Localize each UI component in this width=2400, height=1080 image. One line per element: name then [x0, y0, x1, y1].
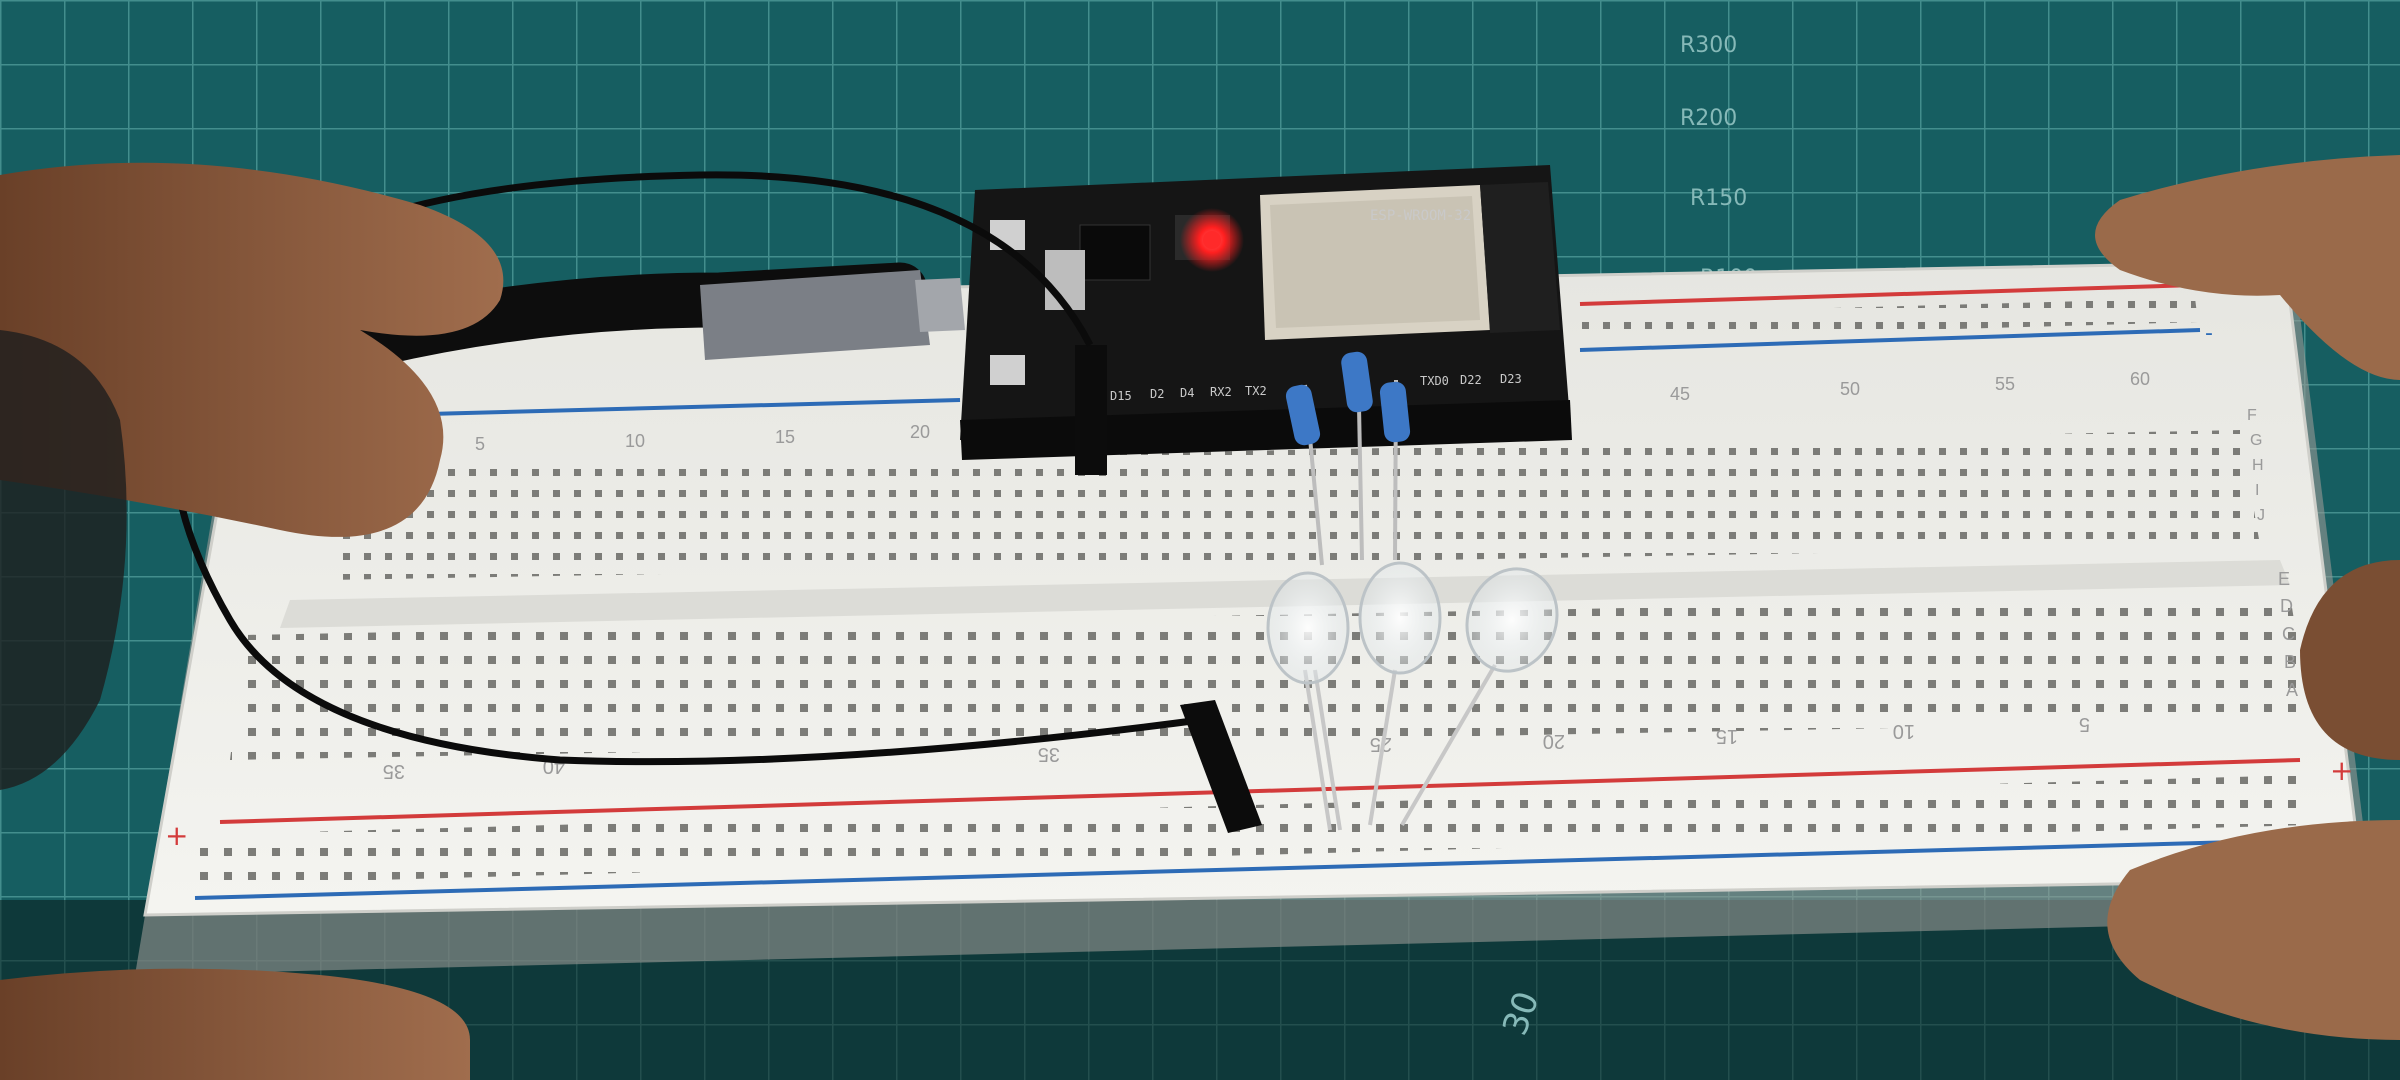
mat-label-r150: R150 — [1690, 186, 1747, 211]
wifi-antenna-area — [1480, 182, 1560, 333]
power-led — [1203, 231, 1221, 249]
bb-num-bottom-15: 15 — [1716, 725, 1738, 747]
bb-letter-f: F — [2247, 407, 2257, 424]
bb-num-bottom-5: 5 — [2079, 713, 2090, 735]
holes-top-strip — [330, 430, 2260, 580]
led-2 — [1358, 561, 1442, 675]
holes-bottom-rail — [200, 775, 2310, 885]
led-1-leg-b — [1313, 669, 1342, 831]
holes-top-rail — [1580, 298, 2198, 340]
pin-label-d15: D15 — [1110, 389, 1132, 403]
bb-letter-e: E — [2278, 569, 2290, 589]
right-thumb-bottom — [2107, 820, 2400, 1040]
rail-blue-bottom — [194, 838, 2311, 900]
led-1-leg — [1303, 669, 1332, 831]
left-sleeve — [0, 330, 127, 790]
rail-plus-left: + — [165, 819, 188, 852]
bb-num-top-50: 50 — [1840, 379, 1860, 399]
resistor-2 — [1341, 351, 1373, 413]
usb-uart-chip — [1079, 224, 1151, 281]
usb-plug-tip — [915, 278, 965, 332]
bb-letter-h: H — [2252, 457, 2264, 474]
usb-cable — [302, 262, 965, 378]
resistor-3 — [1379, 381, 1411, 443]
pin-label-d2: D2 — [1150, 387, 1164, 401]
pin-label-d22: D22 — [1460, 373, 1482, 387]
bb-letter-a: A — [2286, 680, 2298, 700]
bb-num-top-20: 20 — [910, 422, 930, 442]
mat-label-r200: R200 — [1680, 106, 1737, 131]
pin-label-rx2: RX2 — [1210, 385, 1232, 399]
pin-label-txd0: TXD0 — [1420, 374, 1449, 388]
en-button — [990, 355, 1025, 385]
left-hand-fingers — [0, 162, 504, 537]
jumper-connector-bottom — [1180, 700, 1262, 833]
rail-plus-bottom: + — [2330, 754, 2353, 787]
bb-num-bottom-10: 10 — [1893, 720, 1915, 742]
bb-num-bottom-35b: 35 — [1038, 743, 1060, 765]
wifi-chip-label: ESP-WROOM-32 — [1370, 208, 1471, 224]
bb-letter-j: J — [2257, 507, 2265, 524]
resistor-1 — [1285, 384, 1321, 446]
bb-num-top-55: 55 — [1995, 374, 2015, 394]
bb-num-bottom-35: 35 — [383, 760, 405, 782]
mat-label-r300: R300 — [1680, 33, 1737, 58]
led-3 — [1465, 567, 1559, 673]
left-thumb-bottom — [0, 968, 470, 1080]
holes-bottom-strip — [230, 595, 2310, 760]
right-hand-fingers-top — [2095, 155, 2400, 380]
pin-label-tx2: TX2 — [1245, 384, 1267, 398]
bb-num-bottom-25: 25 — [1370, 733, 1392, 755]
rail-blue-top — [1579, 328, 2201, 352]
bb-num-top-5: 5 — [475, 434, 485, 454]
bb-letter-g: G — [2250, 432, 2262, 449]
pin-label-d23: D23 — [1500, 372, 1522, 386]
pin-label-d4: D4 — [1180, 386, 1194, 400]
rail-red-bottom — [219, 758, 2301, 824]
led-2-leg — [1368, 669, 1397, 826]
leds — [1266, 561, 1559, 831]
rail-red-top — [1579, 283, 2196, 306]
breadboard: 5 10 15 20 45 50 55 60 35 40 35 25 20 15… — [135, 260, 2375, 975]
led-3-leg — [1400, 663, 1497, 827]
led-1 — [1266, 571, 1350, 685]
bb-num-top-45: 45 — [1670, 384, 1690, 404]
rail-minus-top: - — [2205, 321, 2213, 346]
usb-cable-body — [302, 262, 928, 378]
hands — [0, 155, 2400, 1080]
jumper-connector-top — [1075, 345, 1107, 475]
bb-num-top-60: 60 — [2130, 369, 2150, 389]
board-header-bottom — [960, 400, 1572, 460]
bb-num-bottom-20: 20 — [1543, 730, 1565, 752]
right-hand-side — [2300, 560, 2400, 760]
rail-blue-top-left — [389, 398, 961, 417]
bb-num-top-15: 15 — [775, 427, 795, 447]
resistors — [1285, 351, 1411, 566]
wifi-shield-inner — [1270, 196, 1480, 328]
bb-letter-d: D — [2280, 596, 2293, 616]
bb-letter-i: I — [2255, 482, 2259, 499]
bb-letter-b: B — [2284, 652, 2296, 672]
bb-num-top-10: 10 — [625, 431, 645, 451]
esp32-board: ESP-WROOM-32 D15 D2 D4 RX2 TX2 TXD0 D22 … — [960, 165, 1572, 475]
usb-plug-housing — [700, 270, 930, 360]
bb-letter-c: C — [2282, 624, 2295, 644]
